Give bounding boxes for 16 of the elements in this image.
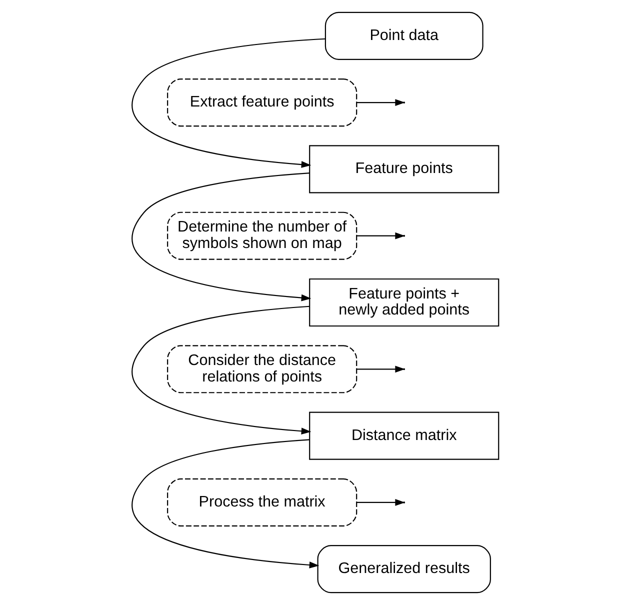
node-box: Extract feature points bbox=[167, 78, 358, 127]
node-box: Point data bbox=[324, 12, 484, 60]
arrow bbox=[356, 366, 406, 373]
node-box: Process the matrix bbox=[167, 478, 358, 526]
arrow bbox=[132, 439, 320, 568]
node-box: Distance matrix bbox=[309, 412, 500, 460]
arrow bbox=[132, 38, 326, 168]
node-box: Determine the number of symbols shown on map bbox=[167, 212, 358, 260]
arrow bbox=[132, 306, 312, 435]
node-box: Feature points + newly added points bbox=[309, 278, 500, 327]
node-box: Feature points bbox=[309, 145, 500, 194]
arrow bbox=[356, 499, 406, 506]
arrow bbox=[356, 99, 406, 106]
node-box: Consider the distance relations of points bbox=[167, 345, 358, 394]
arrow bbox=[132, 172, 312, 302]
node-box: Generalized results bbox=[317, 545, 491, 594]
